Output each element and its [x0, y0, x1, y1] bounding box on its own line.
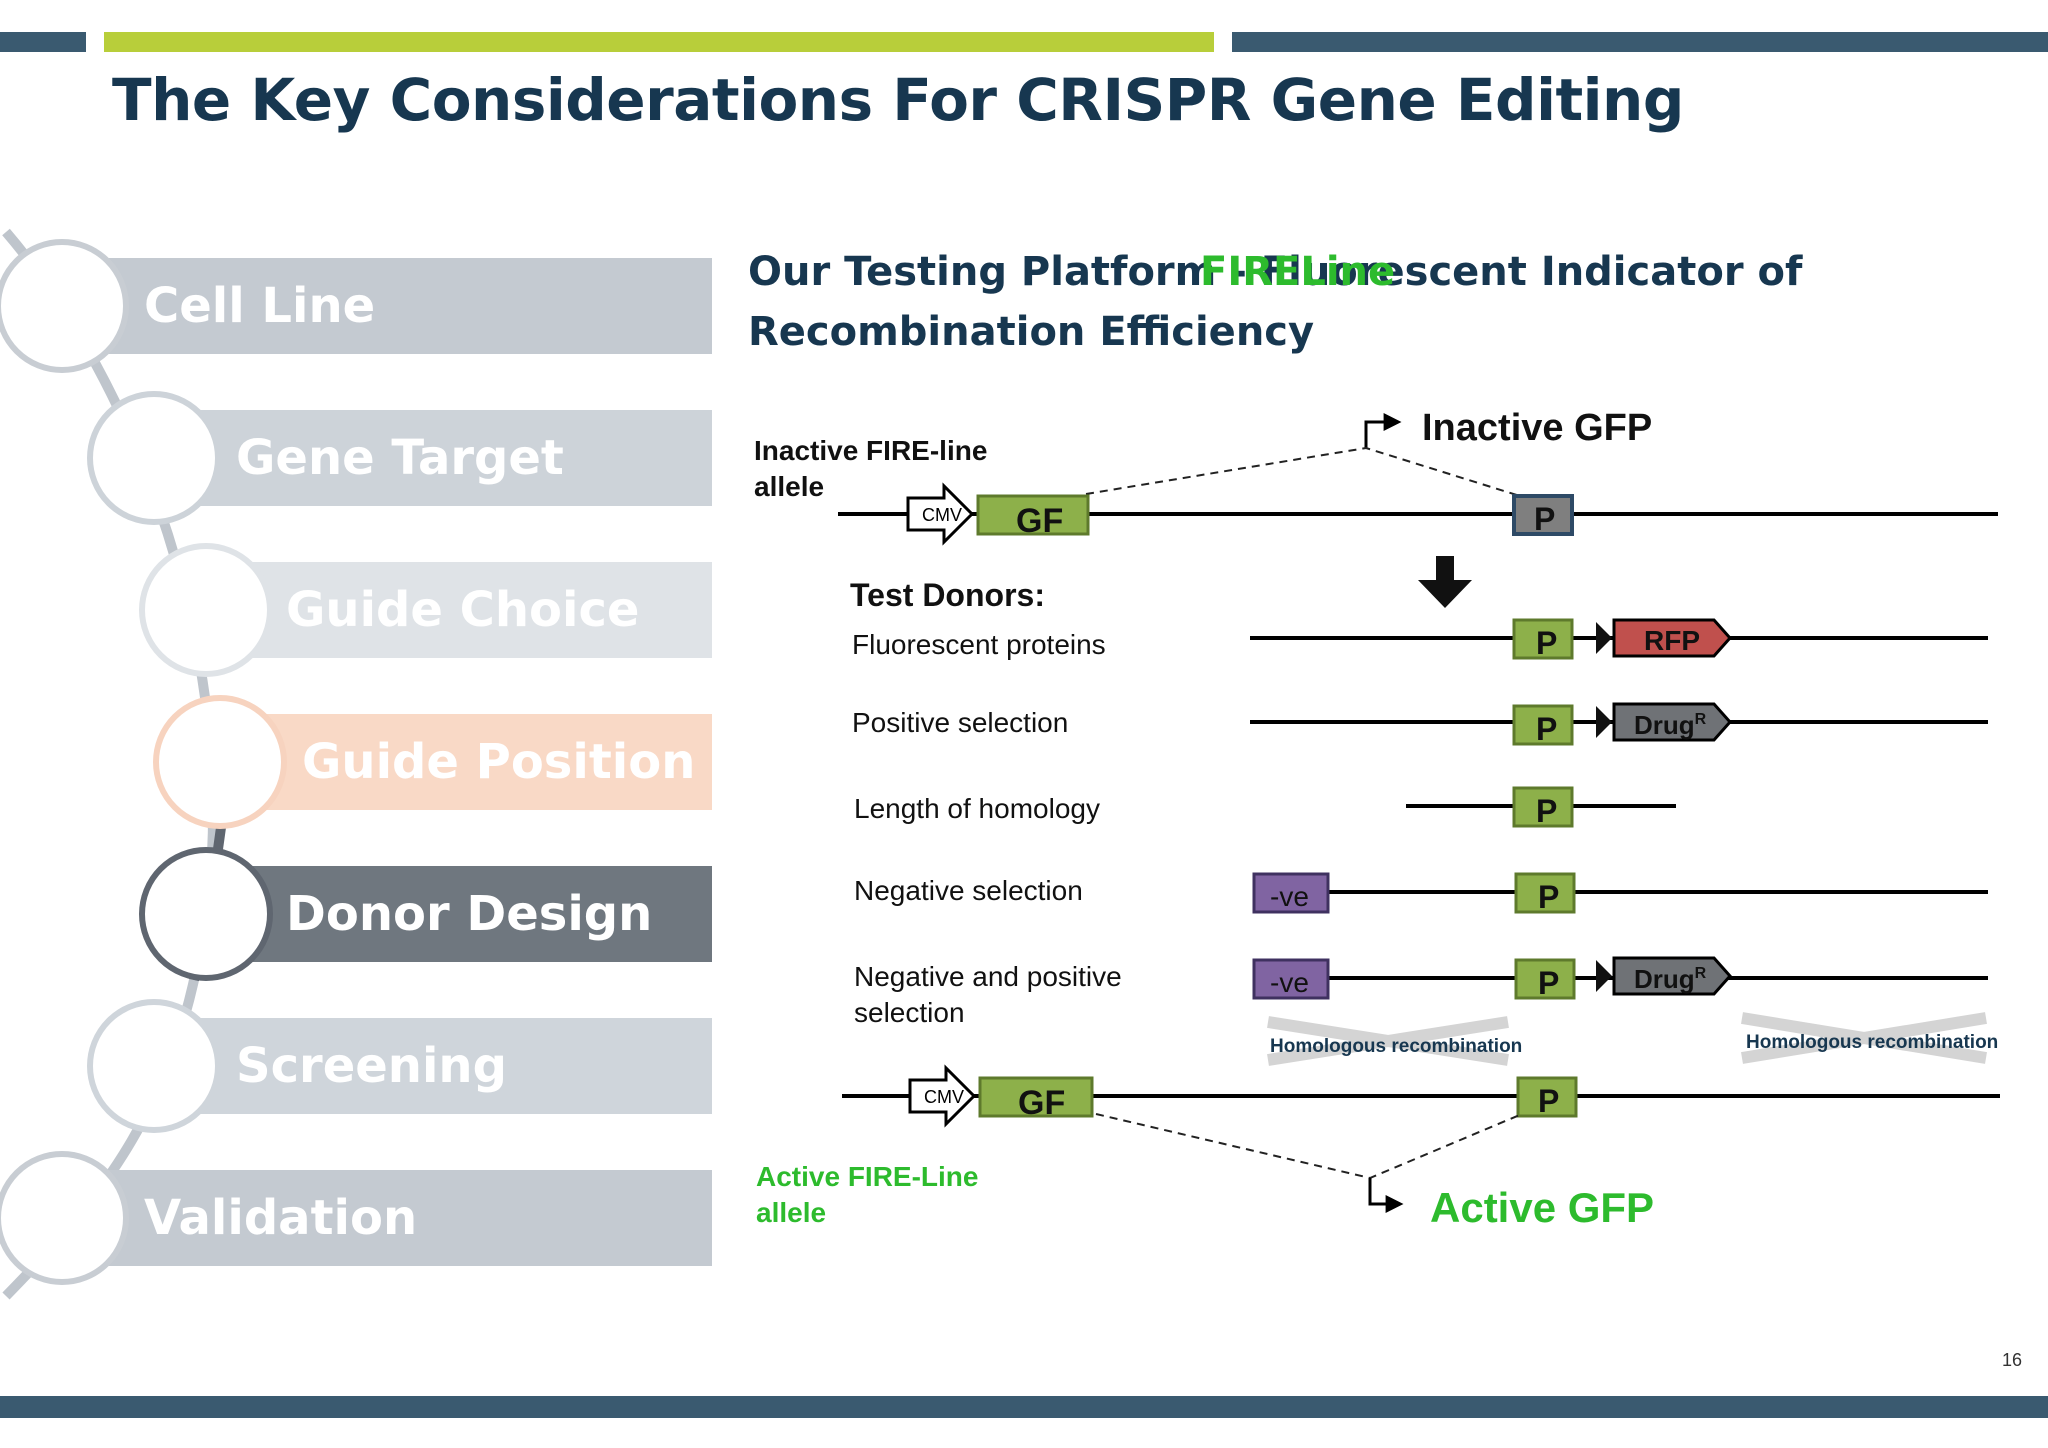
p-box-active — [1516, 1076, 1578, 1118]
p-box-d1 — [1512, 618, 1574, 660]
test-donors-heading: Test Donors: — [850, 577, 1045, 613]
drug-box-d5 — [1612, 956, 1733, 996]
p-box-d3 — [1512, 786, 1574, 828]
svg-text:Homologous recombination: Homologous recombination — [1746, 1032, 1998, 1053]
step-screening[interactable] — [87, 999, 712, 1133]
page-number: 16 — [2001, 1350, 2022, 1370]
step-gene-target[interactable] — [87, 391, 712, 525]
step-label-donor-design: Donor Design — [286, 886, 653, 942]
top-bar-accent — [104, 32, 1214, 52]
bottom-bar — [0, 1396, 2048, 1418]
p-box-d4 — [1514, 872, 1576, 914]
p-box-inactive — [1512, 494, 1574, 536]
slide-title: The Key Considerations For CRISPR Gene E… — [112, 66, 1684, 134]
active-gfp-arrow — [1368, 1178, 1404, 1213]
p-label-active: P — [1538, 1083, 1559, 1119]
svg-text:P: P — [1538, 879, 1559, 915]
top-bar-right — [1232, 32, 2048, 52]
svg-text:Homologous recombination: Homologous recombination — [1270, 1036, 1522, 1057]
p-box-d2 — [1512, 704, 1574, 746]
step-label-validation: Validation — [144, 1190, 418, 1246]
step-label-gene-target: Gene Target — [236, 430, 564, 486]
donor-label-fluorescent: Fluorescent proteins — [852, 629, 1106, 660]
inactive-gfp-arrow — [1364, 413, 1402, 448]
cmv-box-bottom — [908, 1064, 977, 1128]
gf-box-bottom — [978, 1076, 1094, 1118]
step-cell-line[interactable] — [0, 239, 712, 373]
down-arrow-icon — [1418, 556, 1472, 608]
cmv-label-top: CMV — [922, 505, 962, 525]
active-gfp-label: Active GFP — [1430, 1184, 1654, 1231]
donor-label-homology: Length of homology — [854, 793, 1100, 824]
step-donor-design[interactable] — [139, 847, 712, 981]
step-guide-position[interactable] — [153, 695, 712, 829]
inactive-gfp-label: Inactive GFP — [1422, 407, 1652, 449]
donor-label-negative: Negative selection — [854, 875, 1083, 906]
cmv-box-top — [906, 482, 975, 546]
svg-text:P: P — [1536, 711, 1557, 747]
cmv-label-bottom: CMV — [924, 1087, 964, 1107]
svg-text:P: P — [1538, 965, 1559, 1001]
svg-text:DrugR: DrugR — [1634, 964, 1707, 994]
donor-label-positive: Positive selection — [852, 707, 1068, 738]
step-label-screening: Screening — [236, 1038, 507, 1094]
section-title: Our Testing Platform - Fluorescent Indic… — [748, 249, 1803, 355]
process-steps — [0, 228, 712, 1300]
active-splice-lines — [1095, 1113, 1523, 1180]
step-label-cell-line: Cell Line — [144, 278, 376, 334]
gf-label-bottom: GF — [1018, 1084, 1065, 1122]
inactive-allele-label: Inactive FIRE-line allele — [754, 435, 995, 502]
inactive-splice-lines — [1085, 446, 1521, 497]
gf-box-top — [976, 494, 1090, 536]
step-label-guide-position: Guide Position — [302, 734, 696, 790]
svg-text:P: P — [1536, 793, 1557, 829]
donor-label-neg-pos: Negative and positive selection — [854, 961, 1130, 1028]
step-validation[interactable] — [0, 1151, 712, 1285]
step-label-guide-choice: Guide Choice — [286, 582, 640, 638]
drug-box-d2 — [1612, 702, 1733, 742]
svg-text:-ve: -ve — [1270, 881, 1309, 912]
gf-label-top: GF — [1016, 502, 1063, 540]
hr-cross-left: Homologous recombination — [1267, 1016, 1522, 1066]
p-label-inactive: P — [1534, 501, 1555, 537]
svg-text:DrugR: DrugR — [1634, 710, 1707, 740]
section-title-overlay: FIRELine — [1200, 249, 1396, 295]
svg-text:-ve: -ve — [1270, 967, 1309, 998]
svg-text:P: P — [1536, 625, 1557, 661]
neg-box-d5 — [1252, 958, 1330, 1000]
neg-box-d4 — [1252, 872, 1330, 914]
p-box-d5 — [1514, 958, 1576, 1000]
svg-text:RFP: RFP — [1644, 625, 1700, 656]
step-guide-choice[interactable] — [139, 543, 712, 677]
top-bar-left — [0, 32, 86, 52]
rfp-box — [1612, 618, 1733, 658]
hr-cross-right: Homologous recombination — [1741, 1012, 1998, 1064]
active-allele-label: Active FIRE-Line allele — [756, 1161, 986, 1228]
